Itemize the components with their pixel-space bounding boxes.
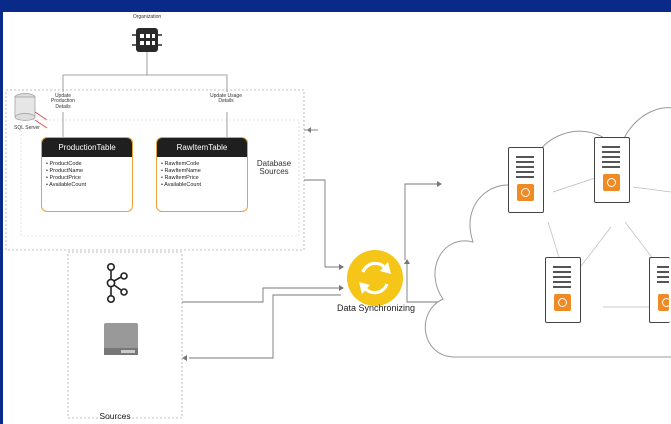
table-field: • RawItemPrice [161,175,199,181]
table-field: • AvailableCount [161,182,202,188]
server-icon [649,257,671,323]
server-icon [508,147,544,213]
stream-icon [106,263,128,303]
storage-icon [104,323,138,355]
production-table: ProductionTable • ProductCode • ProductN… [41,137,133,212]
organization-icon [132,28,162,52]
diagram-lines [5,28,671,419]
raw-item-table: RawItemTable • RawItemCode • RawItemName… [156,137,248,212]
diagram-canvas: Organization SQL Server Update Productio… [3,12,671,424]
table-field: • ProductPrice [46,175,81,181]
sources-label: Sources [99,411,131,421]
table-field: • RawItemName [161,168,201,174]
server-icon [594,137,630,203]
table-field: • ProductName [46,168,84,174]
sql-server-icon [14,93,36,121]
database-sources-label: Database Sources [256,159,292,177]
sql-server-label: SQL Server [14,125,40,131]
table-title: ProductionTable [42,138,132,157]
server-icon [545,257,581,323]
table-title: RawItemTable [157,138,247,157]
table-field: • AvailableCount [46,182,87,188]
sync-icon [347,250,403,306]
update-production-label: Update Production Details [51,93,75,110]
sync-label: Data Synchronizing [336,303,416,313]
organization-label: Organization [132,14,162,20]
table-field: • RawItemCode [161,161,200,167]
table-field: • ProductCode [46,161,82,167]
update-usage-label: Update Usage Details [210,93,242,105]
